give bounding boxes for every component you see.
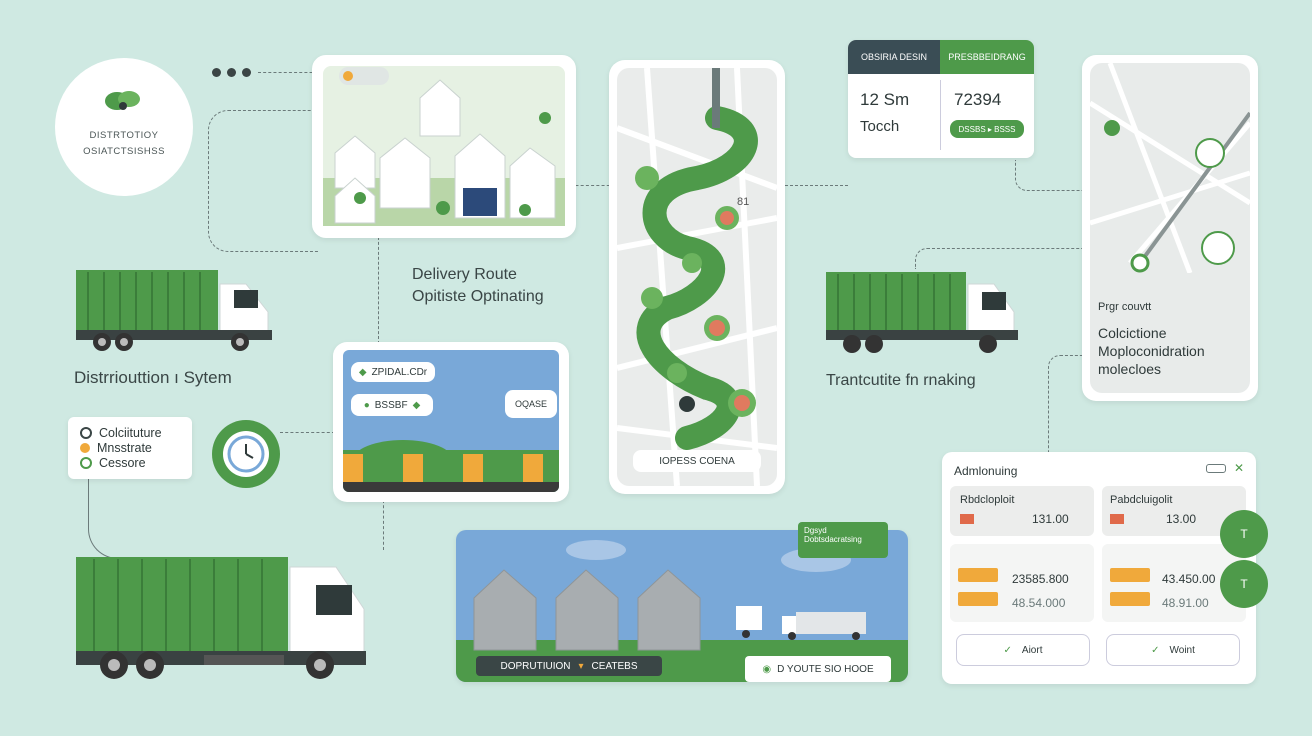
stats-value-left: 12 Sm xyxy=(860,90,910,109)
pallet-icon xyxy=(1110,568,1150,582)
connector-line xyxy=(1048,355,1089,456)
connector-line xyxy=(88,478,249,559)
metric-card-3[interactable]: 23585.800 48.54.000 xyxy=(950,544,1094,622)
clock-badge xyxy=(212,420,280,488)
diamond-icon: ◆ xyxy=(412,399,421,411)
map-marker-label: 81 xyxy=(737,196,750,208)
warehouse-illustration xyxy=(343,440,559,492)
bar-chart-icon xyxy=(1110,514,1124,524)
truck-right-illustration xyxy=(826,272,1018,353)
legend-dot-dark xyxy=(80,427,92,439)
legend-item-3: Cessore xyxy=(99,456,146,470)
location-map-card[interactable]: Prgr couvtt Colcictione Moploconidration… xyxy=(1082,55,1258,401)
route-icon: ◉ xyxy=(762,663,772,675)
check-icon: ◆ xyxy=(358,366,367,378)
floating-action-button-2[interactable]: T xyxy=(1220,560,1268,608)
bar-chart-icon xyxy=(960,514,974,524)
truck-illustration xyxy=(76,270,272,351)
metric-card-1[interactable]: Rbdcloploit 131.00 xyxy=(950,486,1094,536)
connector-line xyxy=(565,185,615,186)
warehouse-card[interactable]: ◆ ZPIDAL.CDr ● BSSBF ◆ OQASE xyxy=(333,342,569,502)
stats-sub-left: Tocch xyxy=(860,118,900,135)
stats-header-right: PRESBBEIDRANG xyxy=(940,40,1034,74)
pallet-icon xyxy=(958,592,998,606)
action-button-1[interactable]: ✓ Aiort xyxy=(956,634,1090,666)
check-icon: ✓ xyxy=(1003,644,1012,656)
stats-card: OBSIRIA DESIN PRESBBEIDRANG 12 Sm Tocch … xyxy=(848,40,1034,158)
legend-item-1: Colciituture xyxy=(99,426,162,440)
floating-action-button-1[interactable]: T xyxy=(1220,510,1268,558)
arrow-icon: ▾ xyxy=(578,660,584,672)
clock-icon xyxy=(223,431,269,477)
action-button-2[interactable]: ✓ Woint xyxy=(1106,634,1240,666)
logo-line1: DISTRTOTIOY xyxy=(89,130,159,141)
legend-item-2: Mnsstrate xyxy=(97,441,152,455)
route-map-card[interactable]: 81 IOPESS COENA xyxy=(609,60,785,494)
admin-panel: Admlonuing ✕ Rbdcloploit 131.00 Pabdclui… xyxy=(942,452,1256,684)
route-map[interactable] xyxy=(617,68,777,486)
status-pill-2[interactable]: ● BSSBF ◆ xyxy=(351,394,433,416)
status-pill-3[interactable]: OQASE xyxy=(505,390,557,418)
connector-line xyxy=(383,500,384,550)
status-pill-1[interactable]: ◆ ZPIDAL.CDr xyxy=(351,362,435,382)
tracking-label: Trantcutite fn rnaking xyxy=(826,372,976,389)
logo-line2: OSIATCTSISHSS xyxy=(83,146,165,157)
close-icon[interactable]: ✕ xyxy=(1234,461,1245,475)
pallet-icon xyxy=(958,568,998,582)
connector-line xyxy=(280,432,335,433)
connector-line xyxy=(208,110,319,252)
map-stat-line1: Prgr couvtt xyxy=(1098,301,1152,313)
connector-line xyxy=(378,232,379,344)
connector-line xyxy=(785,185,848,186)
houses-illustration xyxy=(315,58,573,235)
stats-header-left: OBSIRIA DESIN xyxy=(848,40,940,74)
route-title-line2: Opitiste Optinating xyxy=(412,288,544,305)
truck-large-illustration xyxy=(76,557,366,679)
pallet-icon xyxy=(1110,592,1150,606)
route-title-line1: Delivery Route xyxy=(412,266,517,283)
stats-action-button[interactable]: DSSBS ▸ BSSS xyxy=(950,120,1024,138)
map-location-chip[interactable]: IOPESS COENA xyxy=(633,450,761,472)
distribution-center-banner: DOPRUTIUION ▾ CEATEBS xyxy=(476,656,662,676)
connector-line xyxy=(915,248,1086,269)
distribution-tag: Dgsyd Dobtsdacratsing xyxy=(798,522,888,558)
more-dots-icon[interactable] xyxy=(212,68,251,77)
location-map[interactable] xyxy=(1090,63,1250,273)
circle-icon: ● xyxy=(363,399,370,411)
leaf-logo-icon xyxy=(105,91,140,110)
admin-title: Admlonuing xyxy=(954,464,1018,478)
check-icon: ✓ xyxy=(1151,644,1160,656)
map-stat-line4: molecloes xyxy=(1098,361,1162,377)
legend-card: Colciituture Mnsstrate Cessore xyxy=(68,417,192,479)
logo-badge: DISTRTOTIOY OSIATCTSISHSS xyxy=(55,58,193,196)
legend-dot-orange xyxy=(80,443,90,453)
legend-dot-green xyxy=(80,457,92,469)
stats-value-right: 72394 xyxy=(954,90,1002,109)
distribution-system-label: Distrriouttion ı Sytem xyxy=(74,368,232,387)
neighborhood-card[interactable] xyxy=(312,55,576,238)
map-stat-line3: Moploconidration xyxy=(1098,343,1205,359)
connector-line xyxy=(258,72,328,73)
route-mode-button[interactable]: ◉ D YOUTE SIO HOOE xyxy=(745,656,891,682)
connector-line xyxy=(1015,160,1084,191)
minimize-icon[interactable] xyxy=(1206,464,1226,473)
map-stat-line2: Colcictione xyxy=(1098,325,1167,341)
